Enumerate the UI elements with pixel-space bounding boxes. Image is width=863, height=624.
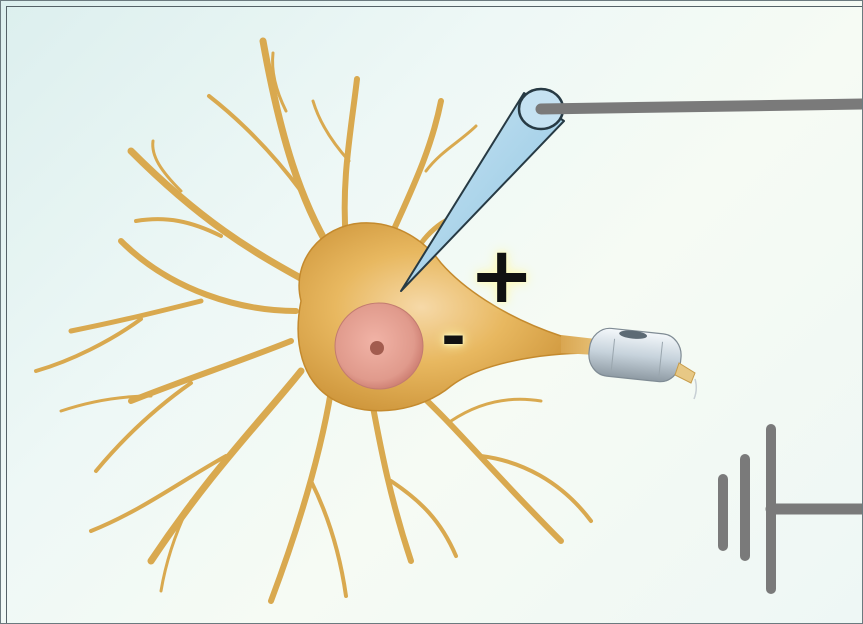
battery-symbol-icon — [723, 429, 863, 589]
myelin-sheath — [587, 326, 697, 399]
nucleolus — [370, 341, 384, 355]
positive-charge-label: + — [469, 237, 534, 315]
negative-charge-label: - — [441, 307, 466, 367]
